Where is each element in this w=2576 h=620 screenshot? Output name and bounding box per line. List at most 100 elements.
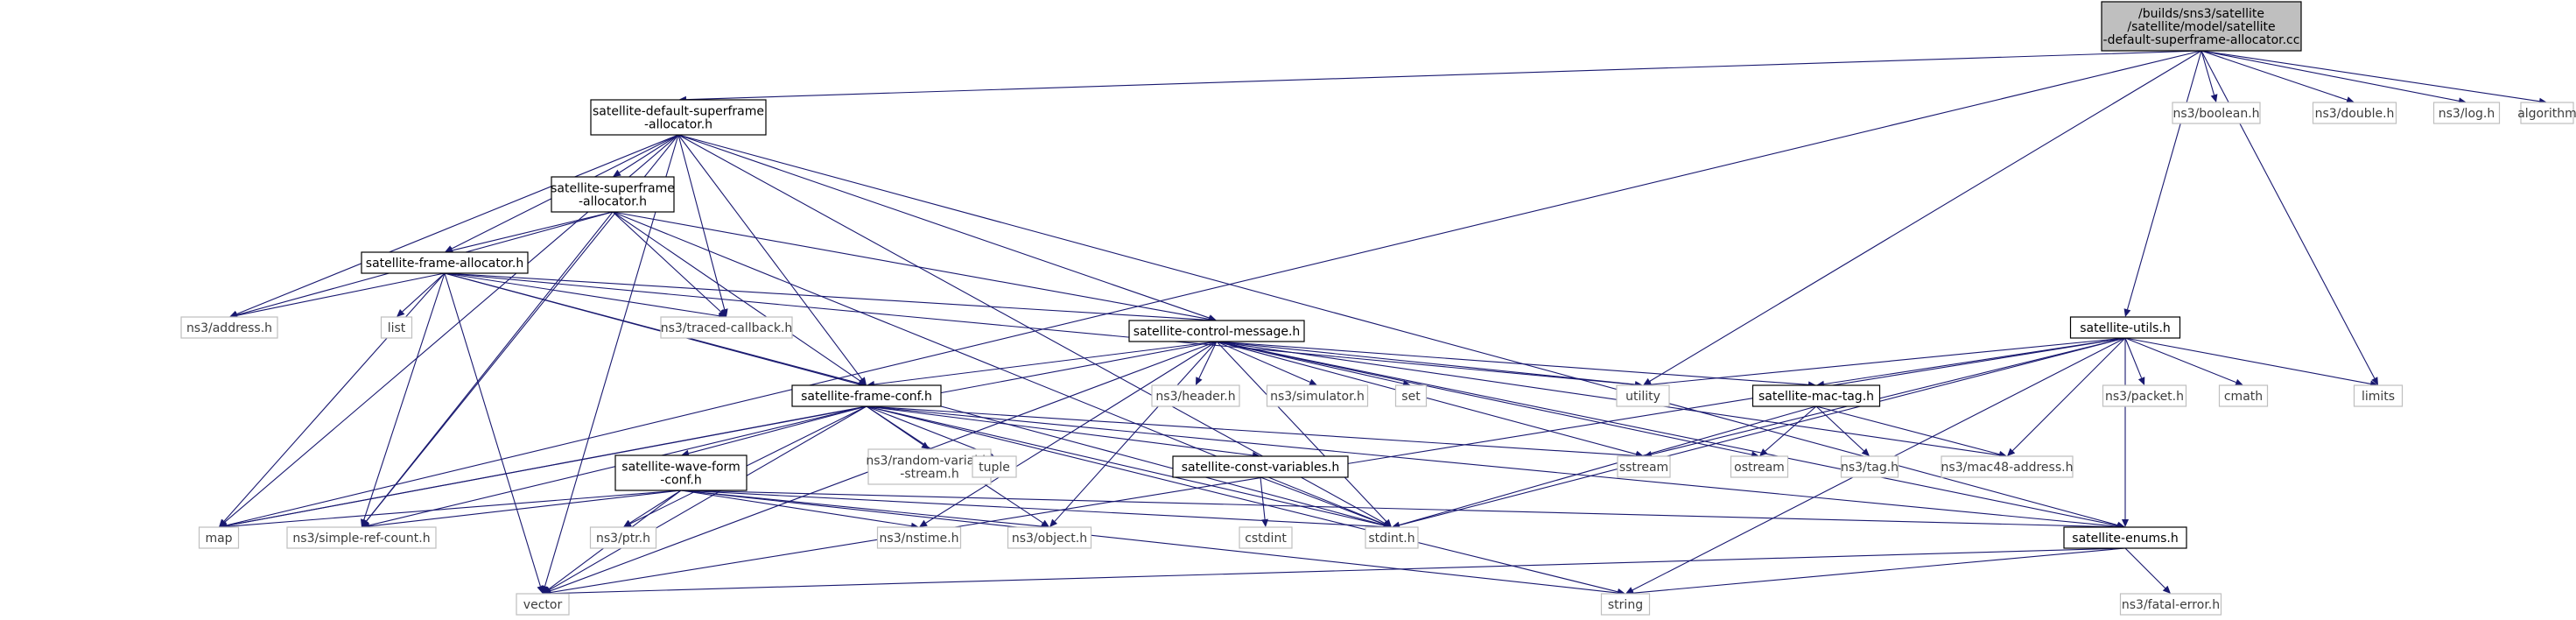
node-utility: utility (1616, 384, 1670, 407)
edge-wave-form-to-stdint (680, 490, 1392, 531)
edge-line (452, 211, 614, 251)
node-box (551, 176, 675, 213)
edge-arrowhead (1759, 448, 1768, 456)
node-label: satellite-const-variables.h (1182, 461, 1340, 475)
node-label: ns3/log.h (2439, 107, 2495, 121)
node-mac-tag[interactable]: satellite-mac-tag.h (1751, 384, 1881, 407)
edge-line (680, 490, 1042, 527)
edge-mac-tag-to-ostream (1759, 405, 1817, 456)
node-const-vars[interactable]: satellite-const-variables.h (1172, 455, 1349, 478)
node-box (1365, 526, 1419, 549)
edge-line (866, 405, 1637, 456)
node-stdint: stdint.h (1365, 526, 1419, 549)
node-limits: limits (2353, 384, 2404, 407)
node-box (2312, 102, 2397, 124)
edge-frame-alloc-to-traced-cb (444, 272, 726, 320)
edge-line (1260, 476, 1385, 525)
edge-default-alloc-to-control-msg (677, 134, 1217, 321)
node-box (1617, 455, 1671, 478)
node-superframe-alloc[interactable]: satellite-superframe-allocator.h (551, 176, 675, 213)
node-default-alloc[interactable]: satellite-default-superframe-allocator.h (590, 99, 767, 136)
node-box (2432, 102, 2501, 124)
edge-control-msg-to-simulator (1216, 341, 1317, 386)
edge-arrowhead (1261, 518, 1268, 527)
edge-line (236, 134, 679, 315)
node-box (2119, 593, 2222, 616)
edge-line (1216, 341, 1809, 385)
node-label: -allocator.h (644, 118, 712, 132)
edge-line (612, 211, 1210, 320)
node-label: string (1608, 598, 1643, 612)
edge-line (444, 272, 719, 317)
node-enums[interactable]: satellite-enums.h (2063, 526, 2187, 549)
edge-line (444, 272, 541, 587)
edge-line (1216, 341, 1636, 385)
edge-wave-form-to-string (680, 490, 1625, 596)
edge-frame-conf-to-wave-form (681, 405, 867, 457)
edge-line (1765, 405, 1817, 452)
edge-arrowhead (397, 309, 405, 317)
node-ptr: ns3/ptr.h (589, 526, 657, 549)
node-nstime: ns3/nstime.h (876, 526, 962, 549)
edge-line (1650, 337, 2126, 385)
edge-line (223, 272, 446, 522)
edge-arrowhead (919, 519, 928, 527)
node-label: set (1401, 390, 1421, 404)
node-fatal-error: ns3/fatal-error.h (2119, 593, 2222, 616)
edge-line (677, 134, 1210, 319)
edge-control-msg-to-header (1196, 341, 1218, 385)
edge-line (2200, 50, 2460, 102)
edge-line (1399, 405, 1817, 526)
node-label: stdint.h (1368, 532, 1414, 546)
edge-line (866, 405, 2118, 527)
edge-mac-tag-to-tag (1815, 405, 1870, 456)
node-label: satellite-utils.h (2080, 321, 2171, 335)
node-label: algorithm (2517, 107, 2576, 121)
edge-line (612, 211, 860, 382)
edge-root-to-double (2200, 50, 2355, 103)
node-root: /builds/sns3/satellite/satellite/model/s… (2101, 1, 2302, 52)
edge-line (369, 490, 682, 527)
edge-utils-to-mac48 (2007, 337, 2126, 456)
edge-control-msg-to-stdint (1216, 341, 1392, 527)
edge-arrowhead (1383, 518, 1392, 527)
edge-line (1216, 341, 2118, 526)
edge-root-to-algorithm (2200, 50, 2547, 105)
edge-wave-form-to-ptr (623, 490, 682, 527)
node-frame-alloc[interactable]: satellite-frame-allocator.h (361, 251, 529, 274)
edge-line (619, 134, 679, 173)
node-frame-conf[interactable]: satellite-frame-conf.h (791, 384, 942, 407)
edge-line (629, 405, 867, 525)
edge-arrowhead (2162, 585, 2171, 594)
edge-line (2011, 337, 2126, 452)
node-list: list (380, 316, 413, 339)
edge-enums-to-fatal-error (2124, 547, 2171, 594)
node-utils[interactable]: satellite-utils.h (2069, 316, 2181, 339)
node-label: satellite-frame-allocator.h (366, 257, 523, 271)
edge-line (2124, 337, 2236, 384)
edge-utils-to-packet (2124, 337, 2145, 385)
edge-arrowhead (2235, 378, 2243, 386)
node-control-msg[interactable]: satellite-control-message.h (1128, 320, 1305, 342)
node-label: ns3/double.h (2315, 107, 2395, 121)
node-label: satellite-frame-conf.h (801, 390, 932, 404)
node-mac48: ns3/mac48-address.h (1941, 455, 2074, 478)
edge-line (1054, 341, 1218, 522)
edge-arrowhead (1861, 447, 1870, 456)
node-label: map (205, 532, 232, 546)
edge-line (1198, 341, 1218, 379)
node-label: -conf.h (660, 474, 701, 488)
node-wave-form[interactable]: satellite-wave-form-conf.h (614, 454, 748, 491)
node-random-var: ns3/random-variable-stream.h (866, 448, 993, 485)
edge-line (402, 272, 446, 313)
edge-root-to-boolean (2200, 50, 2218, 102)
edge-frame-conf-to-string (866, 405, 1625, 595)
edge-frame-conf-to-simple-ref (361, 405, 867, 529)
node-box (1128, 320, 1305, 342)
node-algorithm: algorithm (2517, 102, 2576, 124)
node-box (2069, 316, 2181, 339)
edge-arrowhead (623, 519, 632, 527)
node-label: sstream (1619, 461, 1668, 475)
edge-line (1260, 476, 1266, 520)
